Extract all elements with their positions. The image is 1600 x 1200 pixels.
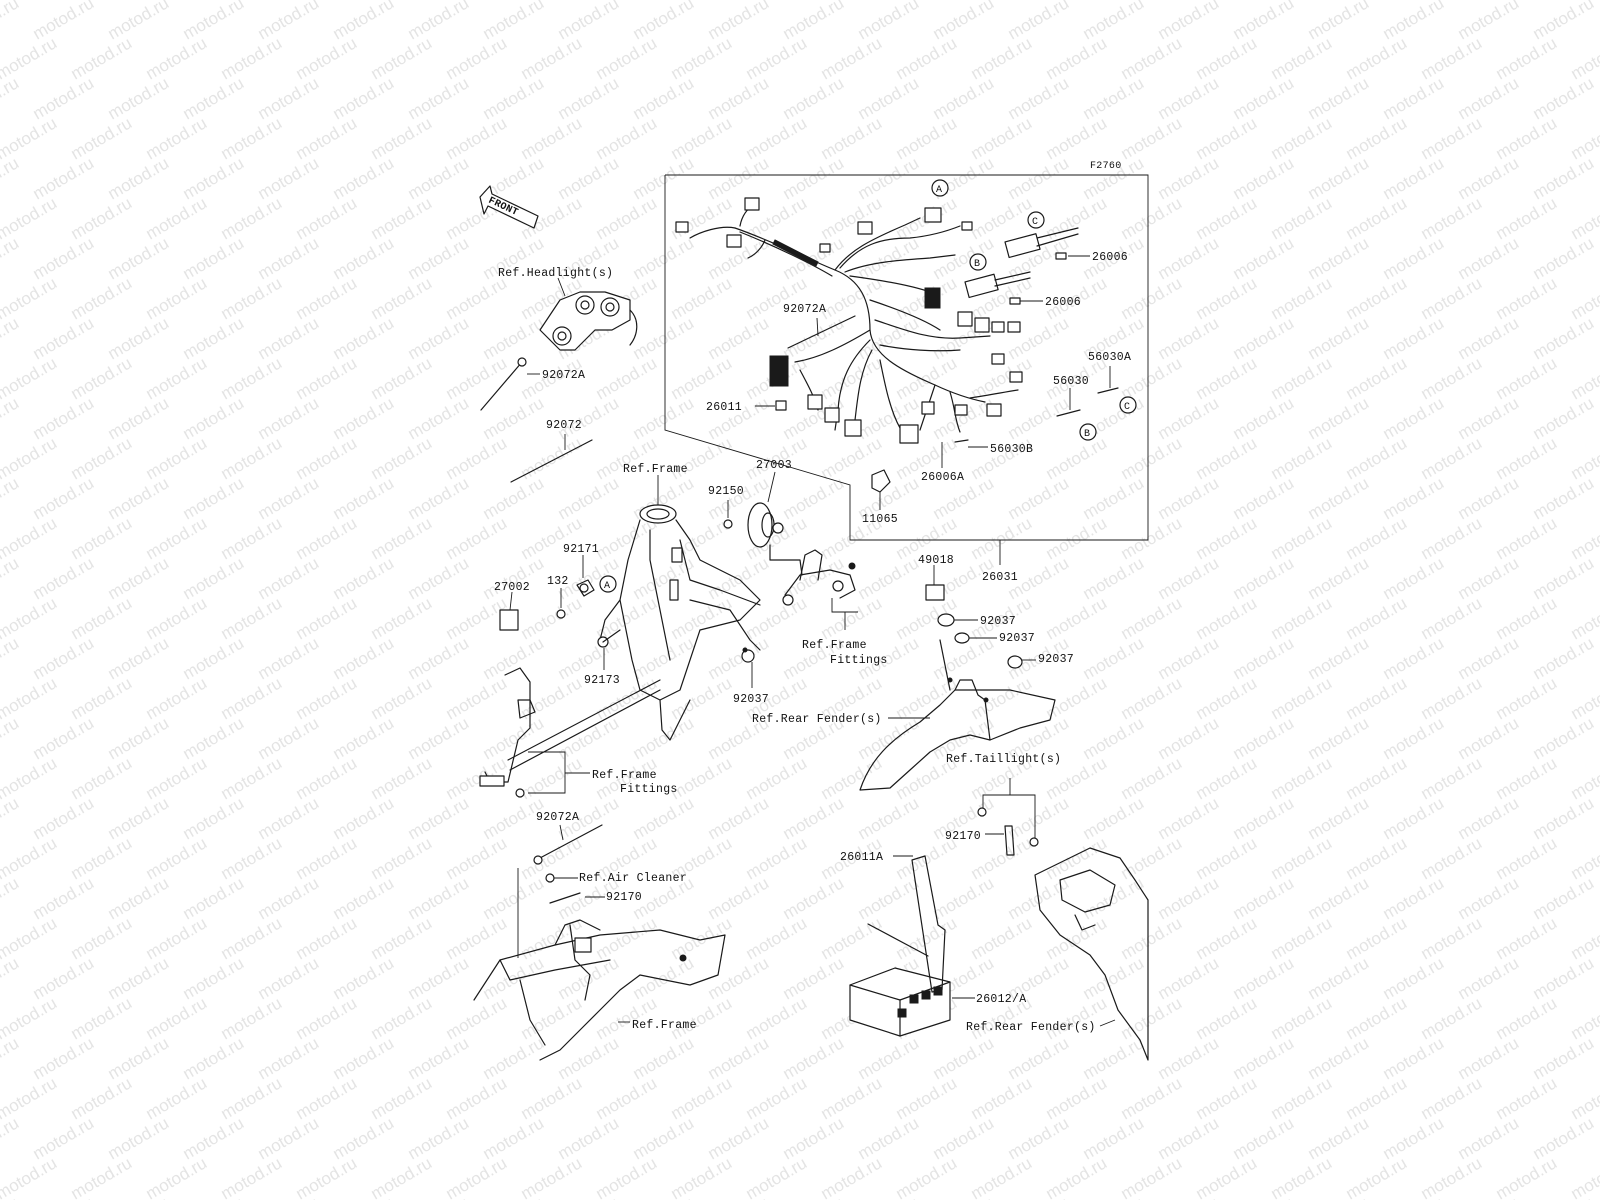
label-92037-4: 92037 <box>1038 653 1074 666</box>
battery-band-26011a <box>867 855 946 993</box>
clip-92037-3 <box>954 632 970 644</box>
rear-fender-mid <box>859 639 1056 791</box>
label-92150: 92150 <box>708 485 744 498</box>
label-26011: 26011 <box>706 401 742 414</box>
label-ref-frame-fittings-1a: Ref.Frame <box>802 639 867 652</box>
label-92171: 92171 <box>563 543 599 556</box>
label-26006-1: 26006 <box>1092 251 1128 264</box>
fastener-taillight <box>977 807 1039 847</box>
clamp-92171 <box>576 579 595 597</box>
harness-inset-frame <box>664 174 1149 541</box>
callout-a-1: A <box>931 179 949 197</box>
svg-text:B: B <box>1084 429 1090 440</box>
label-92170-2: 92170 <box>606 891 642 904</box>
clip-92037-4 <box>1007 655 1023 669</box>
label-56030: 56030 <box>1053 375 1089 388</box>
callout-c-1: C <box>1027 211 1045 229</box>
battery-26012a <box>849 967 951 1037</box>
label-92173: 92173 <box>584 674 620 687</box>
svg-text:C: C <box>1032 217 1038 228</box>
label-92072a-2: 92072A <box>542 369 585 382</box>
label-49018: 49018 <box>918 554 954 567</box>
strip-56030 <box>1056 409 1081 417</box>
label-92037-3: 92037 <box>999 632 1035 645</box>
headlight-bracket <box>539 291 638 351</box>
svg-text:B: B <box>974 259 980 270</box>
cap-11065 <box>871 469 891 493</box>
frame-head <box>599 504 761 741</box>
callout-c-2: C <box>1119 396 1137 414</box>
label-ref-frame-fittings-2b: Fittings <box>620 783 678 796</box>
label-132: 132 <box>547 575 569 588</box>
label-ref-frame-1: Ref.Frame <box>623 463 688 476</box>
harness-module-b <box>964 271 1031 299</box>
label-11065: 11065 <box>862 513 898 526</box>
cable-tie-92072a-3 <box>539 824 603 859</box>
label-ref-rear-fender-1: Ref.Rear Fender(s) <box>752 713 882 726</box>
label-26012a: 26012/A <box>976 993 1026 1006</box>
label-ref-rear-fender-2: Ref.Rear Fender(s) <box>966 1021 1096 1034</box>
part-49018 <box>925 584 945 601</box>
rear-fender-right <box>1034 847 1149 1061</box>
harness-module-c <box>1004 227 1079 259</box>
relay-bracket <box>479 667 661 798</box>
label-27002: 27002 <box>494 581 530 594</box>
relay-27002 <box>499 609 519 631</box>
label-26006a: 26006A <box>921 471 964 484</box>
label-26011a: 26011A <box>840 851 883 864</box>
main-wiring-harness <box>675 197 1119 493</box>
label-ref-headlight: Ref.Headlight(s) <box>498 267 613 280</box>
figure-code: F2760 <box>1090 161 1122 172</box>
label-56030a: 56030A <box>1088 351 1131 364</box>
callout-b-1: B <box>969 253 987 271</box>
label-26006-2: 26006 <box>1045 296 1081 309</box>
label-92037-1: 92037 <box>733 693 769 706</box>
cable-tie-92072 <box>510 439 593 483</box>
label-ref-frame-fittings-2a: Ref.Frame <box>592 769 657 782</box>
bolt-92150 <box>723 519 733 529</box>
svg-text:A: A <box>936 185 942 196</box>
label-26031: 26031 <box>982 571 1018 584</box>
fuse-26006-a <box>1055 252 1067 260</box>
label-92072a-3: 92072A <box>536 811 579 824</box>
horn-bracket <box>782 549 856 606</box>
frame-rear-section <box>473 919 726 1061</box>
label-ref-frame-2: Ref.Frame <box>632 1019 697 1032</box>
clip-92037-1 <box>741 647 755 663</box>
label-27003: 27003 <box>756 459 792 472</box>
band-92170-2 <box>549 892 581 904</box>
bolt-132 <box>556 609 566 619</box>
band-92170-1 <box>1004 825 1015 856</box>
label-ref-taillight: Ref.Taillight(s) <box>946 753 1061 766</box>
fuse-26006-b <box>1009 297 1021 305</box>
cable-tie-92072a <box>787 315 856 349</box>
bolt-air-cleaner <box>545 873 555 883</box>
front-arrow-icon: FRONT <box>479 185 539 229</box>
cable-tie-92072a-2 <box>480 361 523 411</box>
label-92072: 92072 <box>546 419 582 432</box>
label-ref-air-cleaner: Ref.Air Cleaner <box>579 872 687 885</box>
strip-56030a <box>1097 387 1119 394</box>
svg-text:A: A <box>604 581 610 592</box>
callout-b-2: B <box>1079 423 1097 441</box>
bolt-92173 <box>597 629 621 648</box>
svg-text:C: C <box>1124 402 1130 413</box>
connector-26011 <box>775 400 787 411</box>
label-92072a-1: 92072A <box>783 303 826 316</box>
label-92170-1: 92170 <box>945 830 981 843</box>
callout-a-2: A <box>599 575 617 593</box>
clip-56030b <box>954 439 969 443</box>
clip-92037-2 <box>937 613 955 627</box>
label-92037-2: 92037 <box>980 615 1016 628</box>
harness-connector <box>744 197 760 211</box>
label-56030b: 56030B <box>990 443 1033 456</box>
horn-27003 <box>747 502 803 576</box>
label-ref-frame-fittings-1b: Fittings <box>830 654 888 667</box>
